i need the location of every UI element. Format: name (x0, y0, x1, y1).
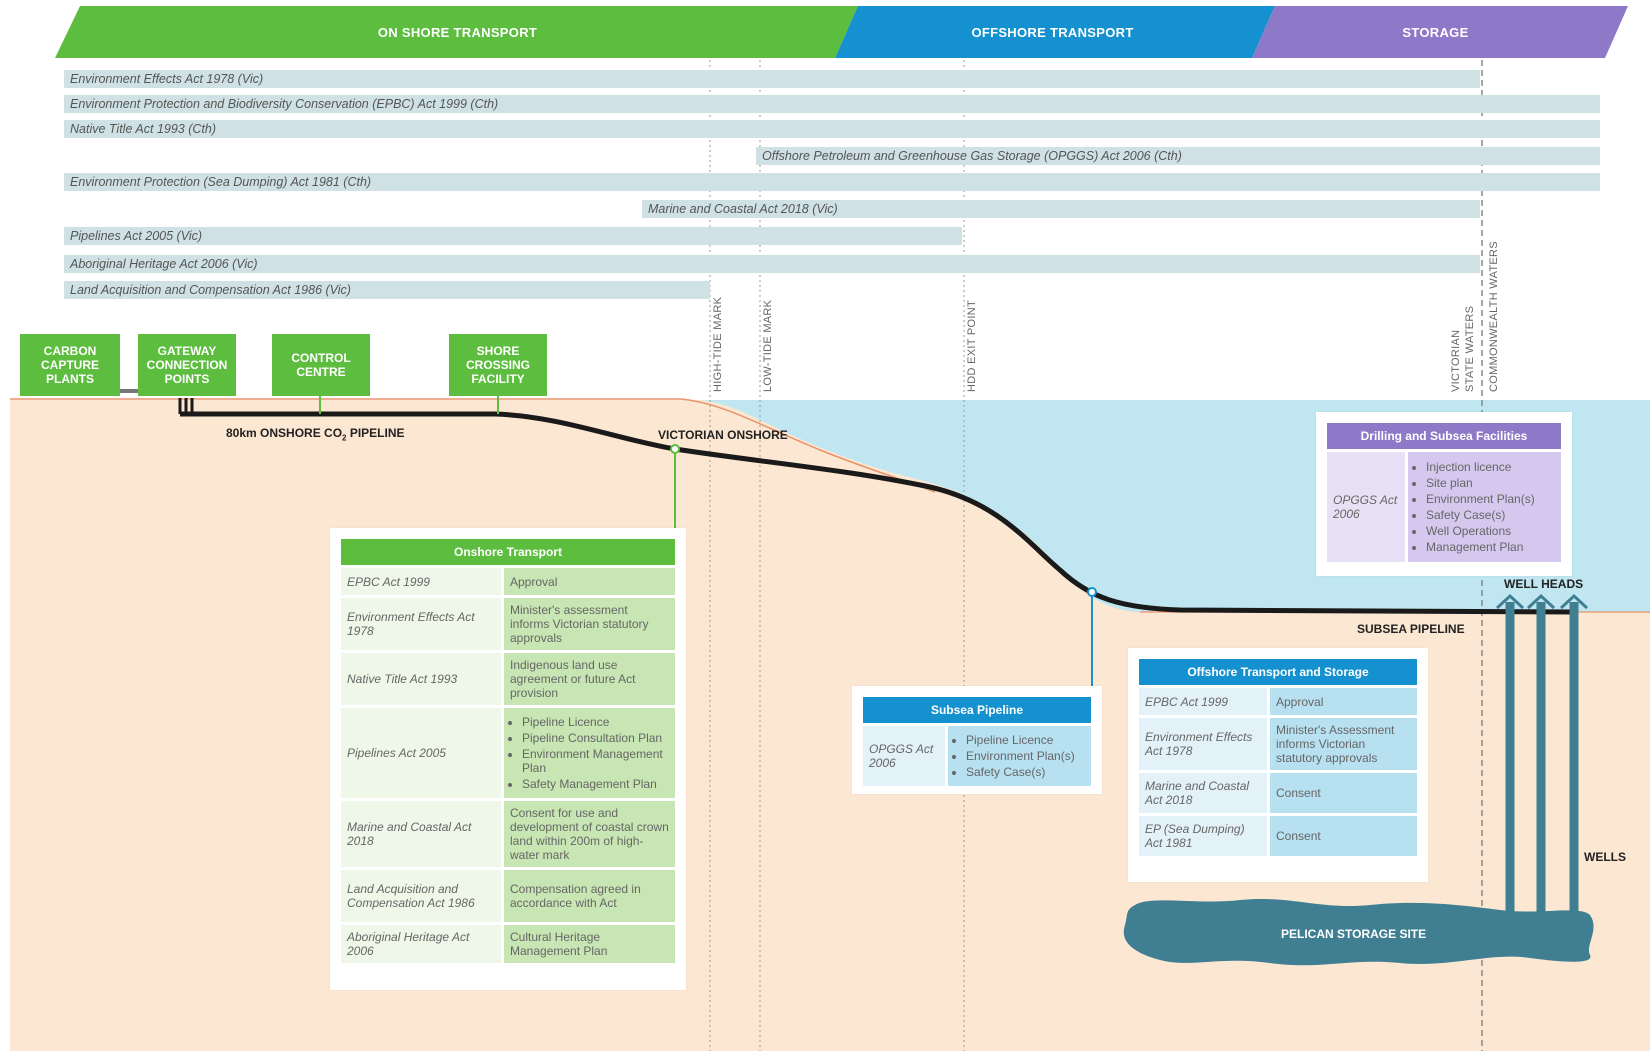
carbon-capture-plants-box: CARBON CAPTURE PLANTS (20, 334, 120, 396)
table-value-cell: Compensation agreed in accordance with A… (504, 870, 675, 922)
table-value-cell: Consent for use and development of coast… (504, 801, 675, 867)
drilling-subsea-facilities-title: Drilling and Subsea Facilities (1327, 423, 1561, 449)
table-value-cell: Injection licence Site plan Environment … (1408, 452, 1561, 562)
table-law-cell: OPGGS Act 2006 (863, 726, 945, 786)
commonwealth-waters-label: COMMONWEALTH WATERS (1488, 241, 1500, 392)
table-law-cell: Marine and Coastal Act 2018 (341, 801, 501, 867)
table-row: Marine and Coastal Act 2018 Consent (1139, 773, 1417, 813)
table-law-cell: Land Acquisition and Compensation Act 19… (341, 870, 501, 922)
wells-label: WELLS (1584, 850, 1626, 864)
table-value-cell: Approval (504, 568, 675, 595)
list-item: Pipeline Licence (966, 733, 1085, 747)
table-row: Native Title Act 1993 Indigenous land us… (341, 653, 675, 705)
table-value-cell: Minister's assessment informs Victorian … (504, 598, 675, 650)
hdd-exit-point-label: HDD EXIT POINT (966, 299, 978, 392)
act-bar-land-acquisition: Land Acquisition and Compensation Act 19… (64, 281, 710, 299)
list-item: Well Operations (1426, 524, 1555, 538)
table-row: EPBC Act 1999 Approval (1139, 688, 1417, 715)
table-row: Pipelines Act 2005 Pipeline Licence Pipe… (341, 708, 675, 798)
table-value-cell: Minister's Assessment informs Victorian … (1270, 718, 1417, 770)
subsea-pipeline-title: Subsea Pipeline (863, 697, 1091, 723)
shore-crossing-facility-box: SHORE CROSSING FACILITY (449, 334, 547, 396)
onshore-transport-header: ON SHORE TRANSPORT (377, 24, 538, 40)
list-item: Injection licence (1426, 460, 1555, 474)
table-law-cell: Native Title Act 1993 (341, 653, 501, 705)
table-row: EPBC Act 1999 Approval (341, 568, 675, 595)
victorian-label: VICTORIAN (1450, 329, 1462, 392)
subsea-pipeline-label: SUBSEA PIPELINE (1357, 622, 1465, 636)
act-bar-marine-coastal: Marine and Coastal Act 2018 (Vic) (642, 200, 1480, 218)
pelican-storage-site-label: PELICAN STORAGE SITE (1281, 927, 1427, 941)
state-waters-label: STATE WATERS (1464, 305, 1476, 392)
well-head-arrow-3 (1559, 593, 1589, 610)
onshore-transport-card: Onshore Transport EPBC Act 1999 Approval… (330, 528, 686, 990)
table-value-cell: Approval (1270, 688, 1417, 715)
table-value-cell: Pipeline Licence Environment Plan(s) Saf… (948, 726, 1091, 786)
pipeline (180, 411, 1576, 615)
table-value-cell: Pipeline Licence Pipeline Consultation P… (504, 708, 675, 798)
table-law-cell: Environment Effects Act 1978 (1139, 718, 1267, 770)
table-law-cell: Marine and Coastal Act 2018 (1139, 773, 1267, 813)
table-law-cell: Pipelines Act 2005 (341, 708, 501, 798)
storage-header: STORAGE (1402, 24, 1469, 40)
table-value-cell: Consent (1270, 816, 1417, 856)
offshore-transport-header: OFFSHORE TRANSPORT (971, 24, 1134, 40)
list-item: Environment Plan(s) (1426, 492, 1555, 506)
phase-header-shapes (55, 6, 1628, 58)
act-bar-pipelines: Pipelines Act 2005 (Vic) (64, 227, 962, 245)
list-item: Environment Management Plan (522, 747, 669, 775)
list-item: Safety Case(s) (966, 765, 1085, 779)
list-item: Pipeline Consultation Plan (522, 731, 669, 745)
pelican-storage-site (1123, 898, 1594, 966)
act-bar-sea-dumping: Environment Protection (Sea Dumping) Act… (64, 173, 1600, 191)
table-row: Marine and Coastal Act 2018 Consent for … (341, 801, 675, 867)
list-item: Safety Management Plan (522, 777, 669, 791)
table-row: Land Acquisition and Compensation Act 19… (341, 870, 675, 922)
control-centre-box: CONTROL CENTRE (272, 334, 370, 396)
well-heads-label: WELL HEADS (1504, 577, 1584, 591)
low-tide-mark-label: LOW-TIDE MARK (762, 299, 774, 392)
table-value-cell: Consent (1270, 773, 1417, 813)
onshore-pipeline-label: 80km ONSHORE CO2 PIPELINE (226, 426, 405, 443)
table-law-cell: EPBC Act 1999 (341, 568, 501, 595)
drilling-subsea-facilities-card: Drilling and Subsea Facilities OPGGS Act… (1316, 412, 1572, 576)
list-item: Environment Plan(s) (966, 749, 1085, 763)
table-law-cell: OPGGS Act 2006 (1327, 452, 1405, 562)
table-law-cell: EPBC Act 1999 (1139, 688, 1267, 715)
well-head-arrow-2 (1526, 593, 1556, 610)
table-law-cell: EP (Sea Dumping) Act 1981 (1139, 816, 1267, 856)
onshore-transport-title: Onshore Transport (341, 539, 675, 565)
gateway-connection-points-box: GATEWAY CONNECTION POINTS (138, 334, 236, 396)
table-row: OPGGS Act 2006 Injection licence Site pl… (1327, 452, 1561, 562)
act-bar-epbc: Environment Protection and Biodiversity … (64, 95, 1600, 113)
list-item: Safety Case(s) (1426, 508, 1555, 522)
victorian-onshore-label: VICTORIAN ONSHORE (658, 428, 788, 442)
table-value-cell: Cultural Heritage Management Plan (504, 925, 675, 963)
table-row: Environment Effects Act 1978 Minister's … (341, 598, 675, 650)
list-item: Pipeline Licence (522, 715, 669, 729)
offshore-header-shape (835, 6, 1275, 58)
act-bar-native-title: Native Title Act 1993 (Cth) (64, 120, 1600, 138)
table-row: Environment Effects Act 1978 Minister's … (1139, 718, 1417, 770)
act-bar-opggs: Offshore Petroleum and Greenhouse Gas St… (756, 147, 1600, 165)
well-head-arrow-1 (1495, 593, 1525, 610)
high-tide-mark-label: HIGH-TIDE MARK (712, 296, 724, 392)
act-bar-aboriginal-heritage: Aboriginal Heritage Act 2006 (Vic) (64, 255, 1480, 273)
table-row: Aboriginal Heritage Act 2006 Cultural He… (341, 925, 675, 963)
storage-header-shape (1252, 6, 1628, 58)
table-value-cell: Indigenous land use agreement or future … (504, 653, 675, 705)
onshore-header-shape (55, 6, 858, 58)
table-law-cell: Environment Effects Act 1978 (341, 598, 501, 650)
act-bar-environment-effects: Environment Effects Act 1978 (Vic) (64, 70, 1480, 88)
offshore-transport-storage-title: Offshore Transport and Storage (1139, 659, 1417, 685)
offshore-transport-storage-card: Offshore Transport and Storage EPBC Act … (1128, 648, 1428, 882)
subsea-pipeline-card: Subsea Pipeline OPGGS Act 2006 Pipeline … (852, 686, 1102, 794)
table-row: OPGGS Act 2006 Pipeline Licence Environm… (863, 726, 1091, 786)
list-item: Management Plan (1426, 540, 1555, 554)
list-item: Site plan (1426, 476, 1555, 490)
table-row: EP (Sea Dumping) Act 1981 Consent (1139, 816, 1417, 856)
table-law-cell: Aboriginal Heritage Act 2006 (341, 925, 501, 963)
